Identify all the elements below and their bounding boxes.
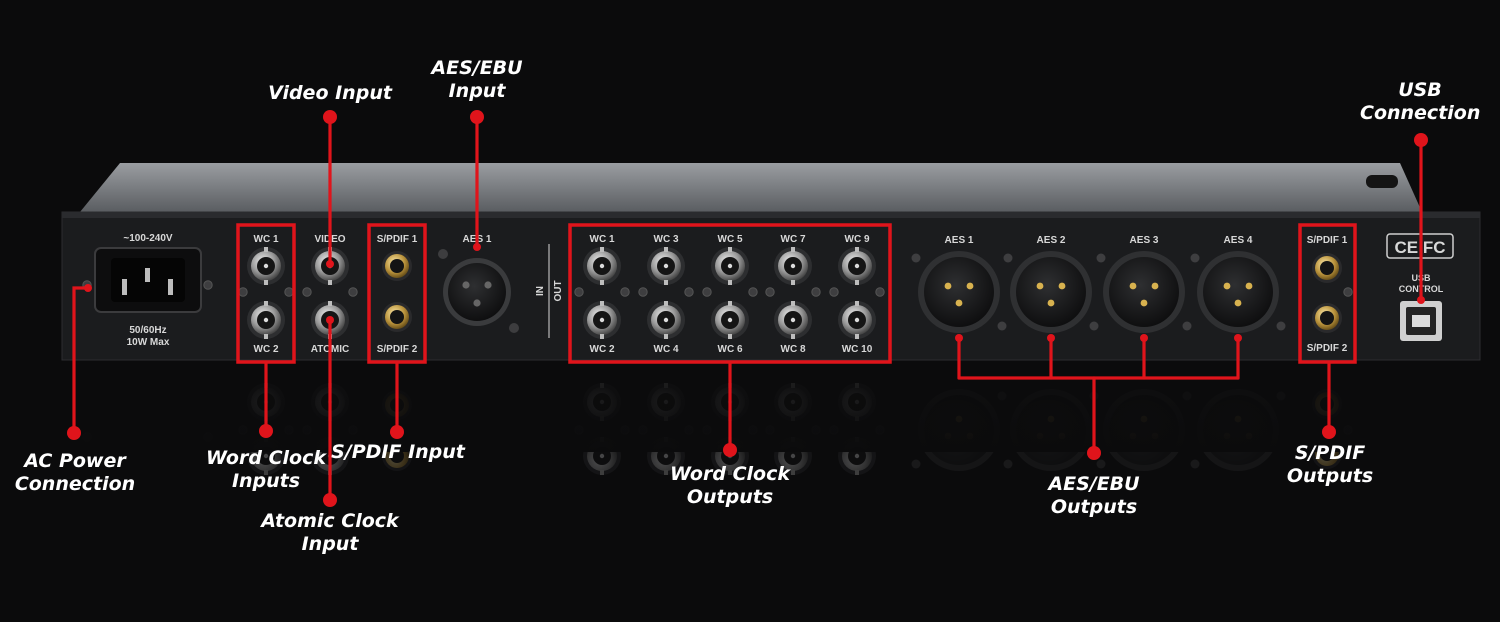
callout-usb-connection-line1: USB <box>1398 79 1442 101</box>
label-wc10-out: WC 10 <box>842 344 873 355</box>
label-aes1-out: AES 1 <box>945 235 974 246</box>
bnc-wc1-in <box>247 247 285 285</box>
callout-word-clock-outputs: Word Clock Outputs <box>655 463 805 509</box>
callout-word-clock-outputs-line1: Word Clock <box>670 463 790 485</box>
label-wc8-out: WC 8 <box>781 344 806 355</box>
label-wc2-out: WC 2 <box>590 344 615 355</box>
label-wc1-out: WC 1 <box>590 234 615 245</box>
callout-aes-ebu-outputs-line2: Outputs <box>1050 496 1138 518</box>
label-wc5-out: WC 5 <box>718 234 743 245</box>
label-aes3-out: AES 3 <box>1130 235 1159 246</box>
label-wc7-out: WC 7 <box>781 234 806 245</box>
callout-video-input: Video Input <box>260 82 400 105</box>
label-wc6-out: WC 6 <box>718 344 743 355</box>
callout-dots <box>67 110 1428 507</box>
xlr-aes-out-4 <box>1190 251 1286 333</box>
connectors <box>82 247 1353 339</box>
out-label: OUT <box>553 280 564 301</box>
label-spdif1-out: S/PDIF 1 <box>1307 235 1348 246</box>
xlr-aes-out-2 <box>1003 251 1099 333</box>
xlr-aes-out-1 <box>911 251 1007 333</box>
bnc-wc-out-bottom-3 <box>711 301 749 339</box>
callout-aes-ebu-input-line1: AES/EBU <box>431 57 523 79</box>
callout-video-input-line1: Video Input <box>268 82 392 104</box>
bnc-wc-out-bottom-5 <box>838 301 876 339</box>
bnc-wc-out-bottom-4 <box>774 301 812 339</box>
rca-spdif1-out <box>1312 253 1342 283</box>
bnc-wc-out-top-1 <box>583 247 621 285</box>
rca-spdif2-in <box>382 302 412 332</box>
callout-usb-connection: USB Connection <box>1360 79 1480 125</box>
bnc-wc-out-top-2 <box>647 247 685 285</box>
callout-spdif-outputs-line1: S/PDIF <box>1294 442 1366 464</box>
callout-atomic-clock-input-line2: Input <box>301 533 359 555</box>
callout-word-clock-inputs-line1: Word Clock <box>206 447 326 469</box>
label-spdif1-in: S/PDIF 1 <box>377 234 418 245</box>
bnc-wc-out-top-5 <box>838 247 876 285</box>
callout-word-clock-inputs-line2: Inputs <box>231 470 301 492</box>
rack-slot <box>1366 175 1398 188</box>
bnc-wc2-in <box>247 301 285 339</box>
rca-spdif1-in <box>382 251 412 281</box>
xlr-aes-out-3 <box>1096 251 1192 333</box>
chassis-top <box>80 163 1422 212</box>
in-label: IN <box>535 286 546 296</box>
callout-usb-connection-line2: Connection <box>1360 102 1481 124</box>
callout-aes-ebu-outputs-line1: AES/EBU <box>1048 473 1140 495</box>
callout-aes-ebu-input-line2: Input <box>448 80 506 102</box>
voltage-label: ~100-240V <box>123 233 173 244</box>
label-wc2-in: WC 2 <box>254 344 279 355</box>
callout-word-clock-inputs: Word Clock Inputs <box>195 447 337 493</box>
bnc-wc-out-bottom-1 <box>583 301 621 339</box>
label-wc9-out: WC 9 <box>845 234 870 245</box>
callout-spdif-outputs-line2: Outputs <box>1286 465 1374 487</box>
callout-ac-power-line1: AC Power <box>24 450 126 472</box>
callout-spdif-input: S/PDIF Input <box>330 441 466 464</box>
callout-spdif-input-line1: S/PDIF Input <box>331 441 465 463</box>
callout-aes-ebu-input: AES/EBU Input <box>417 57 537 103</box>
bnc-wc-out-top-3 <box>711 247 749 285</box>
rca-spdif2-out <box>1312 303 1342 333</box>
callout-ac-power-line2: Connection <box>14 473 136 495</box>
label-wc3-out: WC 3 <box>654 234 679 245</box>
callout-spdif-outputs: S/PDIF Outputs <box>1275 442 1385 488</box>
bnc-wc-out-bottom-2 <box>647 301 685 339</box>
label-wc1-in: WC 1 <box>254 234 279 245</box>
callout-atomic-clock-input: Atomic Clock Input <box>255 510 405 556</box>
label-aes2-out: AES 2 <box>1037 235 1066 246</box>
label-spdif2-out: S/PDIF 2 <box>1307 343 1348 354</box>
line-ac-power <box>72 286 90 435</box>
callout-aes-ebu-outputs: AES/EBU Outputs <box>1034 473 1154 519</box>
label-aes4-out: AES 4 <box>1224 235 1253 246</box>
callout-word-clock-outputs-line2: Outputs <box>686 486 774 508</box>
callout-ac-power: AC Power Connection <box>5 450 145 496</box>
callout-lines <box>72 115 1423 502</box>
power-rating-line2: 10W Max <box>127 337 170 348</box>
bnc-wc-out-top-4 <box>774 247 812 285</box>
callout-atomic-clock-input-line1: Atomic Clock <box>261 510 399 532</box>
label-spdif2-in: S/PDIF 2 <box>377 344 418 355</box>
label-wc4-out: WC 4 <box>654 344 679 355</box>
power-rating-line1: 50/60Hz <box>129 325 166 336</box>
